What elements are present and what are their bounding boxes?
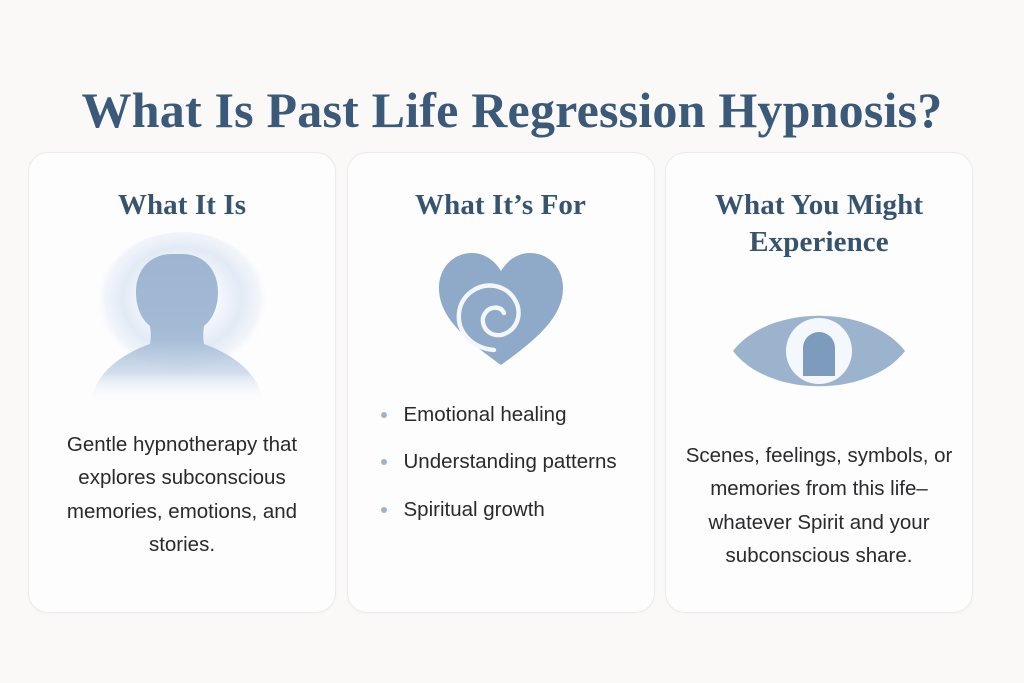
card-what-its-for: What It’s For Emotional healing Understa… [346, 152, 655, 613]
card-what-you-might-experience: What You Might Experience Scenes, feelin… [665, 152, 973, 613]
bullet-dot-icon [380, 412, 387, 419]
card-body-text: Scenes, feelings, symbols, or memories f… [685, 444, 953, 567]
card-body-text: Gentle hypnotherapy that explores subcon… [66, 433, 298, 556]
list-item-label: Emotional healing [403, 403, 567, 427]
list-item: Spiritual growth [378, 497, 628, 523]
list-item-label: Understanding patterns [403, 450, 617, 474]
bullet-dot-icon [380, 506, 387, 513]
card-heading: What You Might Experience [714, 189, 924, 259]
heart-spiral-icon [435, 238, 567, 378]
bullet-dot-icon [380, 459, 387, 466]
person-silhouette-glow-icon [77, 230, 287, 410]
card-what-it-is: What It Is [28, 152, 336, 613]
card-heading: What It’s For [415, 189, 586, 221]
list-item: Emotional healing [378, 402, 628, 428]
card-heading: What It Is [117, 189, 247, 221]
list-item-label: Spiritual growth [403, 497, 545, 521]
list-item: Understanding patterns [378, 449, 628, 475]
page-title: What Is Past Life Regression Hypnosis? [81, 81, 943, 138]
card-row: What It Is [28, 152, 973, 613]
eye-icon [729, 287, 909, 415]
benefits-list: Emotional healing Understanding patterns… [348, 402, 654, 523]
